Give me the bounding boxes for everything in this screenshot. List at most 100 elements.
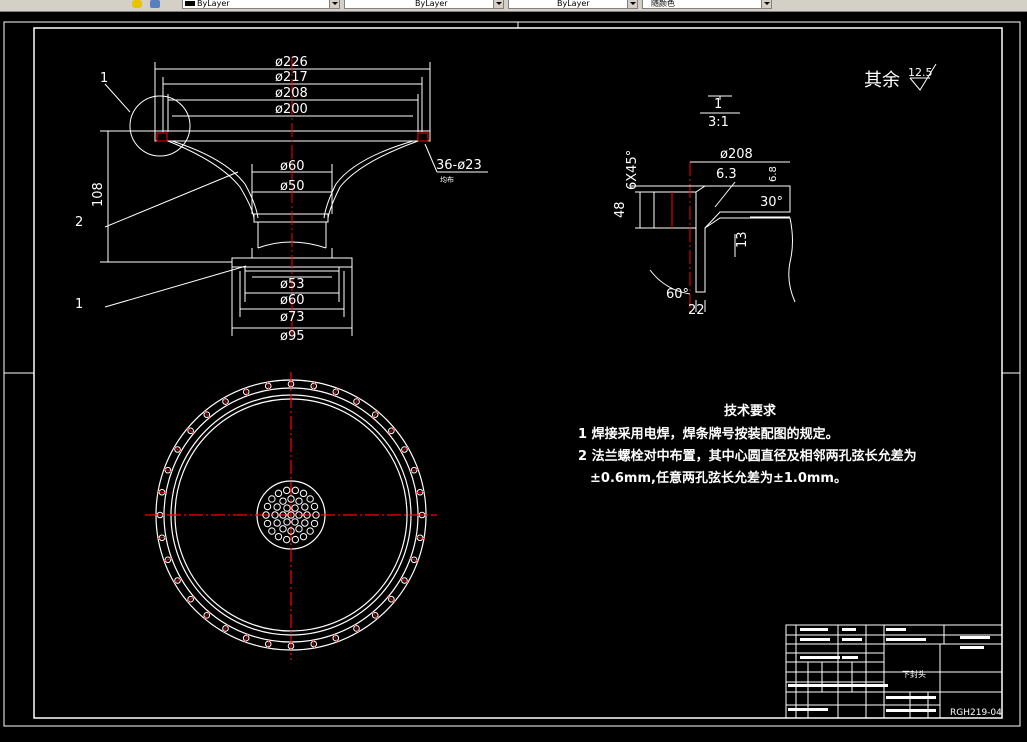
bolt-hole-centerline — [334, 388, 338, 396]
balloon-1-bottom: 1 — [75, 297, 83, 312]
dim-108: 108 — [91, 182, 106, 207]
dim-73: ø73 — [280, 310, 305, 325]
perforation-hole — [299, 489, 308, 498]
notes-line-1: 1 焊接采用电焊，焊条牌号按装配图的规定。 — [578, 426, 839, 442]
perforation-hole — [274, 489, 283, 498]
bolt-hole-centerline — [164, 558, 172, 562]
center-hole-cluster — [262, 486, 320, 544]
bolt-hole — [371, 612, 379, 619]
bolt-hole-centerline — [244, 634, 248, 642]
bolt-hole — [388, 427, 395, 435]
detail-scale: 3:1 — [708, 115, 729, 130]
perforation-hole — [283, 518, 291, 526]
dim-60-top: ø60 — [280, 159, 305, 174]
bolt-hole — [203, 411, 211, 418]
bolt-hole-centerline — [203, 411, 210, 418]
bolt-hole — [310, 382, 318, 390]
linetype-combo-value: ByLayer — [415, 0, 448, 8]
perforation-hole — [303, 511, 311, 519]
dim-200: ø200 — [275, 102, 308, 117]
chevron-down-icon[interactable] — [329, 0, 339, 8]
plotstyle-combo[interactable]: 随颜色 — [642, 0, 772, 9]
perforation-hole — [271, 511, 279, 519]
bolt-hole-centerline — [416, 536, 425, 539]
layer-state-icon[interactable] — [132, 0, 142, 8]
perforation-hole — [263, 502, 272, 511]
bolt-hole — [164, 556, 172, 564]
lineweight-combo[interactable]: ByLayer — [508, 0, 638, 9]
detail-dia-208: ø208 — [720, 147, 753, 162]
perforation-hole — [282, 486, 291, 495]
layer-color-swatch — [185, 1, 195, 6]
detail-balloon: 1 — [714, 97, 722, 112]
bolt-hole-centerline — [372, 612, 379, 619]
bolt-hole — [187, 595, 194, 603]
bolt-hole-centerline — [203, 612, 210, 619]
title-block-fills — [788, 628, 990, 712]
bolt-hole — [174, 446, 181, 453]
section-view — [100, 57, 488, 342]
perforation-hole — [274, 532, 283, 541]
perforation-hole — [282, 535, 291, 544]
perforation-hole — [273, 519, 281, 527]
chevron-down-icon[interactable] — [761, 0, 771, 8]
bolt-hole-centerline — [157, 536, 166, 539]
bolt-hole — [203, 612, 211, 619]
bolt-hole-centerline — [267, 640, 270, 649]
balloon-2: 2 — [75, 215, 83, 230]
perforation-hole — [306, 527, 314, 535]
detail-chamfer: 6X45° — [625, 150, 640, 190]
detail-30deg: 30° — [760, 195, 783, 210]
bolt-hole-centerline — [410, 468, 418, 472]
bolt-hole — [410, 466, 418, 474]
bolt-hole — [353, 625, 360, 632]
bolt-hole-centerline — [244, 388, 248, 396]
perforation-hole — [287, 527, 295, 535]
title-block — [785, 624, 1003, 719]
hole-note: 36-ø23 — [436, 158, 482, 173]
dim-60-bottom: ø60 — [280, 293, 305, 308]
perforation-hole — [301, 519, 309, 527]
bolt-hole — [264, 382, 272, 390]
bolt-hole-centerline — [372, 411, 379, 418]
layer-tool-icon[interactable] — [150, 0, 160, 8]
perforation-hole — [268, 495, 276, 503]
notes-line-2: 2 法兰螺栓对中布置，其中心圆直径及相邻两孔弦长允差为 — [578, 448, 917, 464]
linetype-combo[interactable]: ByLayer — [344, 0, 504, 9]
perforation-hole — [262, 511, 270, 519]
surface-finish-label: 其余 — [864, 70, 900, 91]
bolt-hole-centerline — [173, 578, 182, 583]
bolt-hole — [310, 640, 318, 648]
chevron-down-icon[interactable] — [627, 0, 637, 8]
perforation-hole — [295, 497, 303, 505]
outer-frame — [3, 21, 1021, 727]
perforation-hole — [291, 518, 299, 526]
detail-6-3: 6.3 — [716, 167, 737, 182]
perforation-hole — [312, 511, 320, 519]
drawing-viewport[interactable]: 1 2 1 ø226 ø217 ø208 ø200 108 36-ø23 均布 … — [0, 12, 1027, 738]
bolt-hole-centerline — [388, 596, 395, 603]
bolt-hole-ring — [156, 380, 426, 650]
perforation-hole — [295, 525, 303, 533]
perforation-hole — [291, 504, 299, 512]
drawing-number: RGH219-04 — [950, 708, 1002, 718]
bolt-hole — [410, 556, 418, 564]
layer-combo[interactable]: ByLayer — [182, 0, 340, 9]
bolt-hole — [416, 534, 424, 542]
chevron-down-icon[interactable] — [493, 0, 503, 8]
perforation-hole — [291, 486, 300, 495]
perforation-hole — [310, 502, 319, 511]
perforation-hole — [291, 535, 300, 544]
part-name: 下封头 — [902, 669, 926, 679]
dim-53: ø53 — [280, 277, 305, 292]
perforation-hole — [273, 503, 281, 511]
bolt-hole-centerline — [267, 381, 270, 390]
bolt-hole-centerline — [312, 640, 315, 649]
dim-50: ø50 — [280, 179, 305, 194]
bolt-hole-centerline — [388, 427, 395, 434]
bolt-hole-centerline — [187, 427, 194, 434]
lineweight-combo-value: ByLayer — [557, 0, 590, 8]
bolt-hole-centerline — [416, 491, 425, 494]
bolt-hole — [158, 488, 166, 496]
notes-line-3: ±0.6mm,任意两孔弦长允差为±1.0mm。 — [590, 470, 847, 486]
